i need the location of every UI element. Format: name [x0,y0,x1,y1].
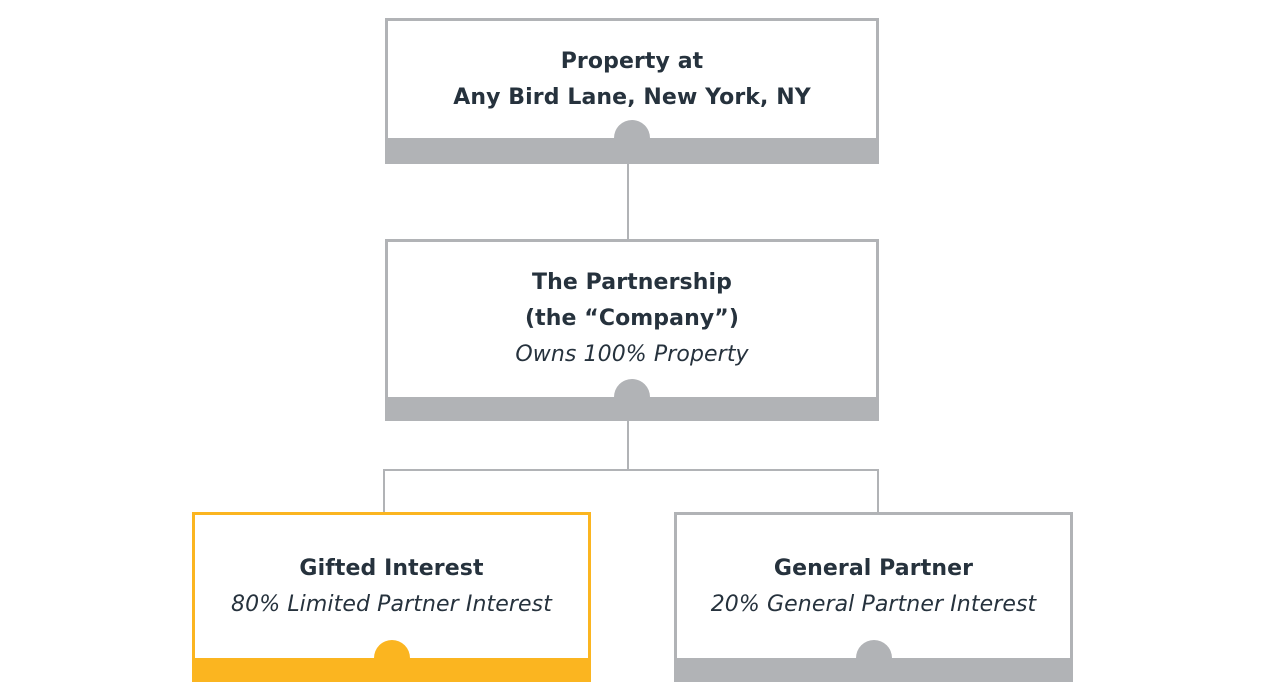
node-footer-bar [385,138,879,164]
connector-to-gifted [383,469,385,512]
property-line-2: Any Bird Lane, New York, NY [453,84,811,110]
node-footer-bar [385,397,879,421]
connector-knob-icon [373,640,410,658]
connector-to-general [877,469,879,512]
partnership-ownership: Owns 100% Property [515,341,749,367]
node-footer-bar [192,658,591,682]
general-interest: 20% General Partner Interest [710,591,1037,617]
connector-knob-icon [614,379,650,397]
node-footer-bar [674,658,1073,682]
connector-knob-icon [855,640,892,658]
general-title: General Partner [773,555,974,581]
node-general-partner: General Partner 20% General Partner Inte… [674,512,1073,682]
partnership-subtitle: (the “Company”) [524,305,740,331]
connector-partnership-down [627,421,629,471]
connector-horizontal [383,469,879,471]
connector-property-partnership [627,164,629,239]
node-gifted-interest: Gifted Interest 80% Limited Partner Inte… [192,512,591,682]
property-line-1: Property at [560,48,704,74]
connector-knob-icon [614,120,650,138]
partnership-title: The Partnership [532,269,732,295]
gifted-title: Gifted Interest [299,555,484,581]
node-partnership: The Partnership (the “Company”) Owns 100… [385,239,879,421]
gifted-interest: 80% Limited Partner Interest [231,591,552,617]
node-property: Property at Any Bird Lane, New York, NY [385,18,879,164]
